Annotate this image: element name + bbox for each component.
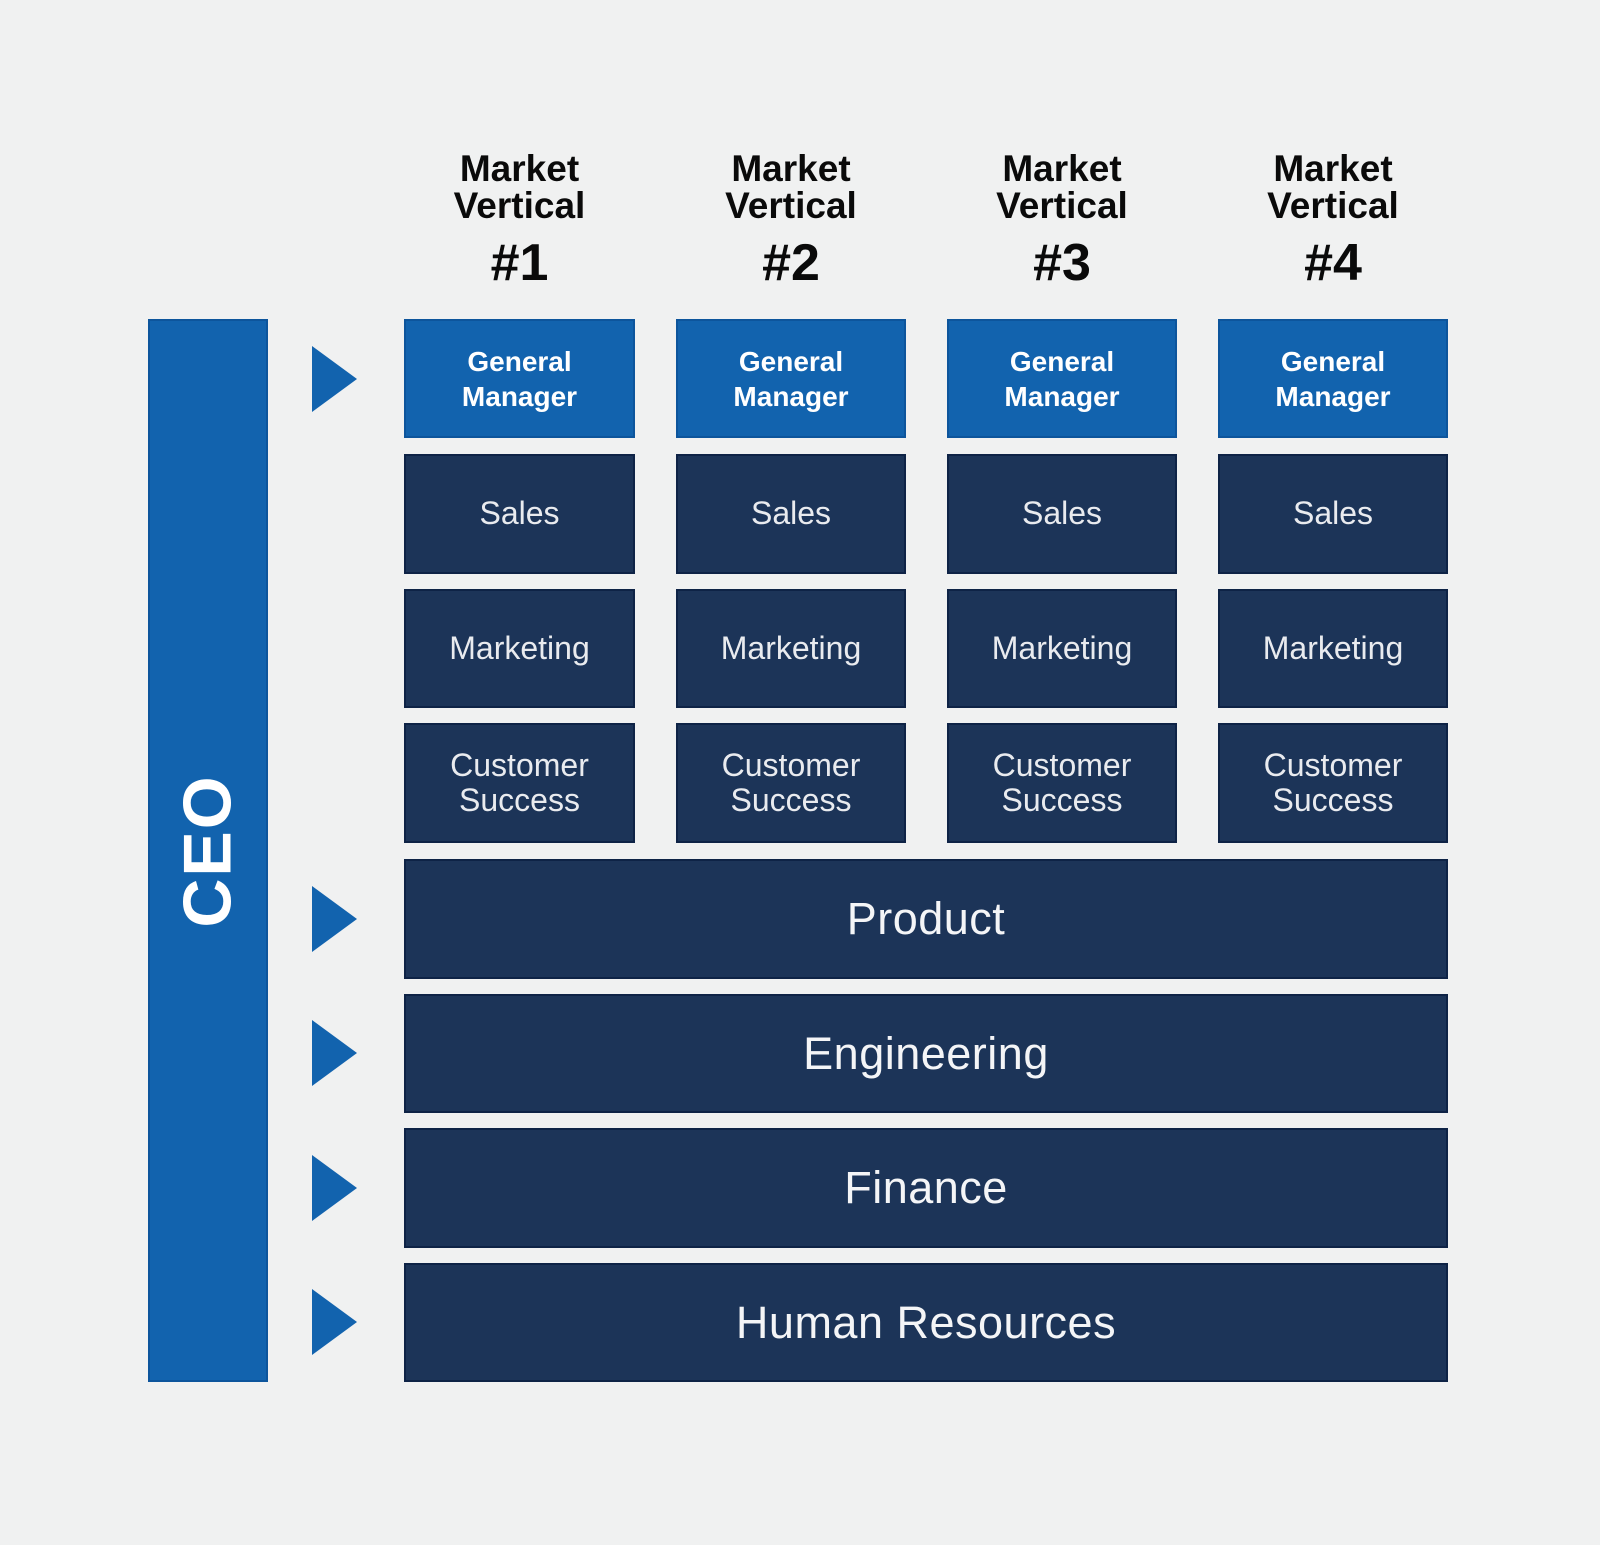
ceo-bar: CEO (148, 319, 268, 1382)
department-label: Sales (1021, 495, 1103, 532)
arrow-right-icon (312, 346, 357, 412)
department-label: Customer Success (1263, 746, 1403, 818)
customer-success-box-4: Customer Success (1218, 723, 1448, 843)
header-line: Market (1273, 148, 1393, 189)
shared-row-label: Human Resources (735, 1296, 1117, 1348)
general-manager-label: General Manager (733, 345, 849, 412)
header-number: #2 (762, 234, 820, 292)
department-label: Marketing (449, 629, 590, 666)
engineering-row: Engineering (404, 994, 1448, 1113)
department-label: Marketing (1262, 629, 1404, 666)
marketing-box-1: Marketing (404, 589, 635, 708)
department-label: Sales (479, 495, 560, 532)
sales-box-1: Sales (404, 454, 635, 574)
header-line: Market (459, 148, 580, 189)
header-line: Market (731, 148, 851, 189)
shared-row-label: Product (846, 893, 1006, 944)
customer-success-box-3: Customer Success (947, 723, 1177, 843)
header-number: #1 (490, 234, 549, 292)
marketing-box-3: Marketing (947, 589, 1177, 708)
customer-success-box-2: Customer Success (676, 723, 906, 843)
sales-box-3: Sales (947, 454, 1177, 574)
shared-row-label: Finance (844, 1162, 1008, 1213)
arrow-right-icon (312, 886, 357, 952)
department-label: Marketing (720, 629, 862, 666)
finance-row: Finance (404, 1128, 1448, 1248)
sales-box-2: Sales (676, 454, 906, 574)
column-header-market-vertical-3: Market Vertical #3 (947, 150, 1177, 289)
arrow-right-icon (312, 1155, 357, 1221)
arrow-right-icon (312, 1289, 357, 1355)
marketing-box-4: Marketing (1218, 589, 1448, 708)
customer-success-box-1: Customer Success (404, 723, 635, 843)
header-line: Vertical (725, 185, 857, 226)
general-manager-label: General Manager (1275, 345, 1391, 412)
header-number: #3 (1033, 234, 1091, 292)
header-line: Vertical (996, 185, 1128, 226)
column-header-market-vertical-1: Market Vertical #1 (404, 150, 635, 289)
arrow-right-icon (312, 1020, 357, 1086)
header-number: #4 (1304, 234, 1362, 292)
header-line: Market (1002, 148, 1122, 189)
general-manager-box-1: General Manager (404, 319, 635, 438)
general-manager-box-3: General Manager (947, 319, 1177, 438)
column-header-market-vertical-2: Market Vertical #2 (676, 150, 906, 289)
product-row: Product (404, 859, 1448, 979)
header-line: Vertical (1267, 185, 1399, 226)
general-manager-box-4: General Manager (1218, 319, 1448, 438)
general-manager-label: General Manager (461, 345, 578, 412)
general-manager-box-2: General Manager (676, 319, 906, 438)
human-resources-row: Human Resources (404, 1263, 1448, 1382)
department-label: Customer Success (721, 746, 861, 818)
header-line: Vertical (453, 185, 586, 226)
department-label: Customer Success (992, 746, 1132, 818)
marketing-box-2: Marketing (676, 589, 906, 708)
sales-box-4: Sales (1218, 454, 1448, 574)
department-label: Sales (750, 495, 832, 532)
department-label: Sales (1292, 495, 1374, 532)
department-label: Marketing (991, 629, 1133, 666)
department-label: Customer Success (450, 746, 589, 818)
shared-row-label: Engineering (803, 1027, 1049, 1079)
column-header-market-vertical-4: Market Vertical #4 (1218, 150, 1448, 289)
ceo-label: CEO (170, 773, 247, 928)
general-manager-label: General Manager (1004, 345, 1120, 412)
